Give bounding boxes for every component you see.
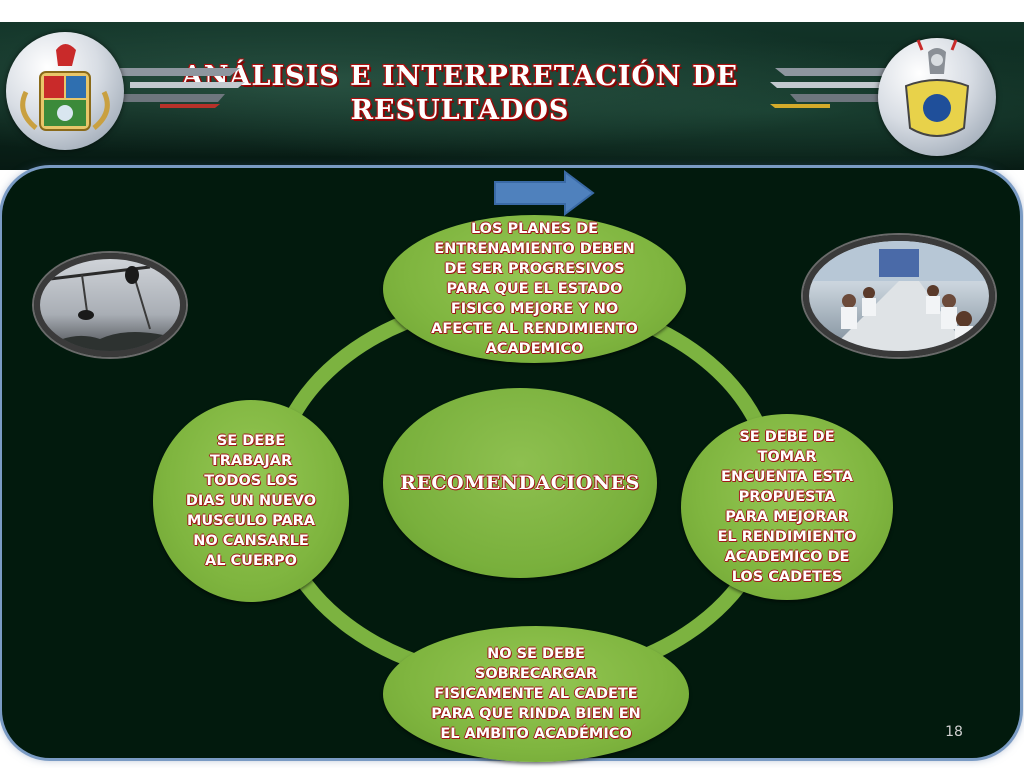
left-emblem — [6, 32, 124, 150]
right-decorative-bars — [770, 68, 895, 108]
title-line-1: ANÁLISIS E INTERPRETACIÓN DE — [181, 61, 739, 92]
school-crest-icon — [904, 39, 970, 137]
page-number: 18 — [945, 724, 963, 740]
node-left-text: SE DEBE TRABAJAR TODOS LOS DIAS UN NUEVO… — [185, 433, 317, 569]
node-top: LOS PLANES DE ENTRENAMIENTO DEBEN DE SER… — [383, 215, 686, 363]
rope-climbing-photo — [34, 253, 186, 357]
node-right-text: SE DEBE DE TOMAR ENCUENTA ESTA PROPUESTA… — [717, 429, 857, 585]
node-bottom: NO SE DEBE SOBRECARGAR FISICAMENTE AL CA… — [383, 626, 689, 762]
right-emblem — [878, 38, 996, 156]
right-arrow-icon[interactable] — [493, 170, 595, 216]
node-center: RECOMENDACIONES — [383, 388, 657, 578]
slide-title: ANÁLISIS E INTERPRETACIÓN DE RESULTADOS — [160, 60, 760, 128]
title-line-2: RESULTADOS — [350, 95, 570, 126]
node-left: SE DEBE TRABAJAR TODOS LOS DIAS UN NUEVO… — [153, 400, 349, 602]
node-center-text: RECOMENDACIONES — [400, 472, 640, 494]
left-decorative-bars — [120, 68, 245, 108]
coat-of-arms-icon — [20, 44, 110, 131]
node-top-text: LOS PLANES DE ENTRENAMIENTO DEBEN DE SER… — [431, 221, 638, 357]
cadets-classroom-photo — [803, 235, 995, 357]
node-right: SE DEBE DE TOMAR ENCUENTA ESTA PROPUESTA… — [681, 414, 893, 600]
node-bottom-text: NO SE DEBE SOBRECARGAR FISICAMENTE AL CA… — [431, 646, 641, 742]
